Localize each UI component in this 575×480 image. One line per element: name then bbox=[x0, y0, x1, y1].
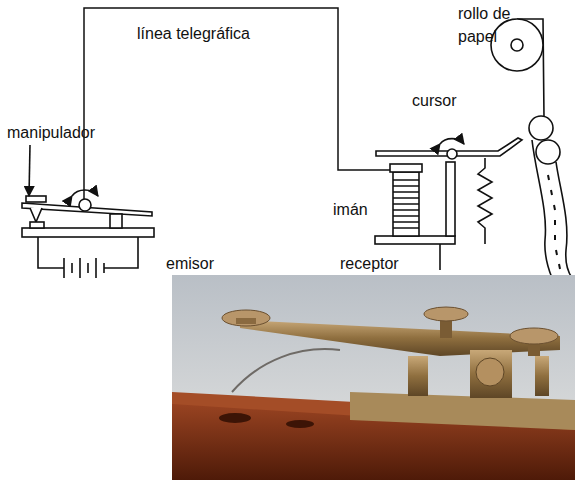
part-label: manipulador bbox=[7, 121, 95, 144]
emitter-drawing bbox=[22, 145, 154, 278]
telegraph-key-photo bbox=[172, 275, 575, 480]
part-label: imán bbox=[333, 198, 368, 221]
paper-roll bbox=[491, 19, 572, 278]
part-label: emisor bbox=[166, 252, 214, 275]
part-label: línea telegráfica bbox=[137, 22, 250, 45]
part-label: receptor bbox=[340, 252, 399, 275]
telegraph-wire bbox=[84, 8, 392, 200]
part-label: cursor bbox=[412, 89, 456, 112]
receiver-drawing bbox=[375, 138, 522, 270]
part-label: rollo de papel bbox=[458, 2, 522, 48]
